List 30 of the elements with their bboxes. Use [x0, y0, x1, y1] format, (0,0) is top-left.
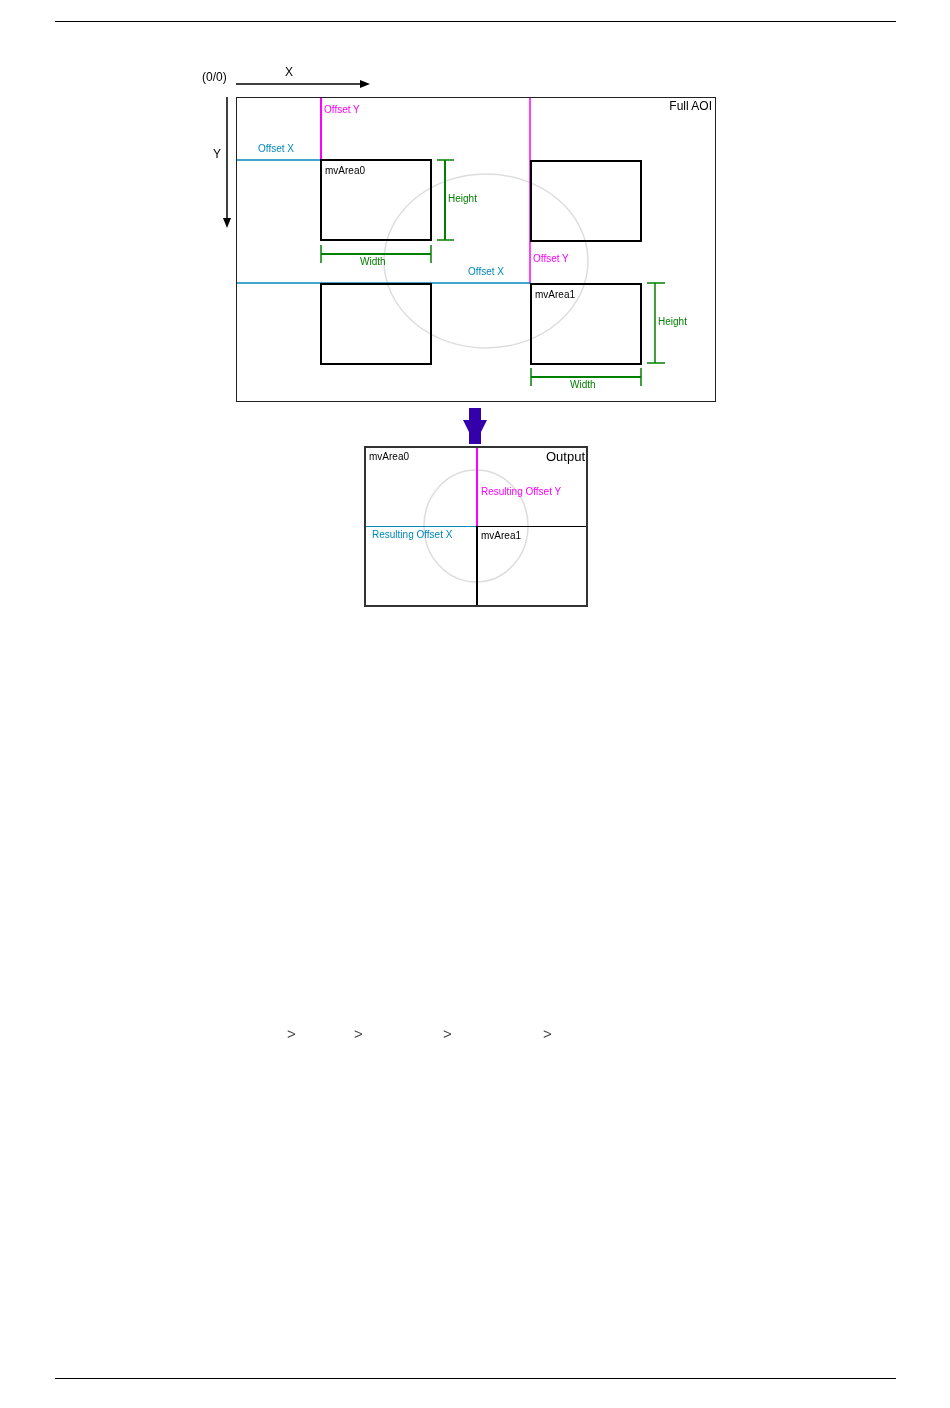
offset-label: Offset Y [533, 254, 569, 264]
output-area [476, 526, 586, 605]
offset-label: Offset X [468, 267, 504, 277]
dimension-label: Width [360, 257, 386, 267]
origin-label: (0/0) [202, 71, 227, 83]
area-rectangle [530, 283, 642, 365]
offset-label: Resulting Offset Y [481, 487, 562, 497]
offset-label: Resulting Offset X [372, 530, 453, 540]
chevron-glyph: > [354, 1026, 363, 1041]
area-label: Output [545, 450, 585, 463]
chevron-glyph: > [287, 1026, 296, 1041]
dimension-label: Height [658, 317, 687, 327]
area-label: mvArea0 [369, 452, 409, 462]
area-label: mvArea1 [481, 531, 521, 541]
full-aoi-frame [236, 97, 716, 402]
offset-label: Offset X [258, 144, 294, 154]
offset-label: Offset Y [324, 105, 360, 115]
area-label: mvArea0 [325, 166, 365, 176]
area-label: Full AOI [669, 100, 712, 112]
axis-label: X [285, 66, 293, 78]
dimension-label: Height [448, 194, 477, 204]
chevron-glyph: > [543, 1026, 552, 1041]
area-rectangle [320, 159, 432, 241]
area-label: mvArea1 [535, 290, 575, 300]
output-frame [364, 446, 588, 607]
area-rectangle [320, 283, 432, 365]
dimension-label: Width [570, 380, 596, 390]
axis-label: Y [213, 148, 221, 160]
area-rectangle [530, 160, 642, 242]
chevron-glyph: > [443, 1026, 452, 1041]
